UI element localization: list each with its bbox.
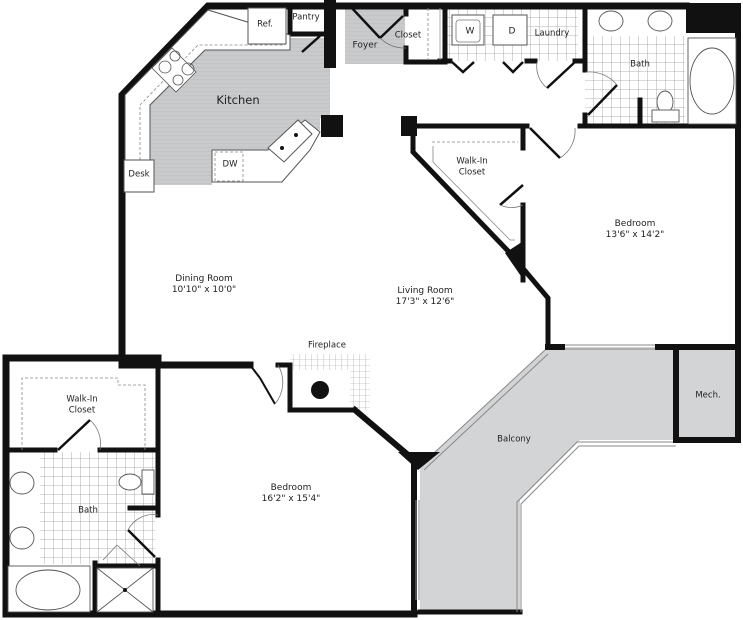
mech-floor	[676, 347, 738, 440]
desk	[123, 159, 155, 193]
balcony-floor	[420, 347, 676, 612]
room-label-pantry: Pantry	[292, 12, 320, 23]
label-dishwasher: DW	[222, 159, 238, 170]
label-washer: W	[465, 26, 475, 37]
room-label-bath-1: Bath	[630, 59, 650, 70]
dryer	[492, 14, 528, 46]
room-label-dining-room: Dining Room 10'10" x 10'0"	[171, 273, 237, 295]
label-refrigerator: Ref.	[257, 19, 273, 30]
kitchen-counter-left	[124, 9, 291, 161]
room-label-foyer: Foyer	[352, 40, 378, 51]
kitchen-sink	[267, 119, 313, 163]
label-fireplace: Fireplace	[307, 340, 347, 351]
bath-2-fixtures	[7, 469, 155, 613]
room-label-kitchen: Kitchen	[216, 92, 260, 107]
label-desk: Desk	[128, 169, 150, 180]
room-label-balcony: Balcony	[497, 434, 531, 445]
room-label-foyer-closet: Closet	[394, 30, 422, 41]
stove	[151, 47, 197, 93]
room-label-bedroom-2: Bedroom 16'2" x 15'4"	[261, 482, 321, 504]
room-label-bath-2: Bath	[78, 505, 98, 516]
room-label-mech: Mech.	[695, 390, 721, 401]
foyer-floor	[345, 6, 405, 64]
refrigerator	[247, 7, 287, 45]
bath-1-fixtures	[598, 10, 737, 125]
room-label-walkin-closet-2: Walk-In Closet	[66, 394, 98, 415]
room-label-bedroom-1: Bedroom 13'6" x 14'2"	[605, 218, 665, 240]
room-label-walkin-closet-1: Walk-In Closet	[456, 156, 488, 177]
label-dryer: D	[508, 26, 516, 37]
room-label-living-room: Living Room 17'3" x 12'6"	[395, 285, 455, 307]
fireplace-firebox	[311, 381, 329, 399]
room-label-laundry: Laundry	[534, 28, 570, 39]
